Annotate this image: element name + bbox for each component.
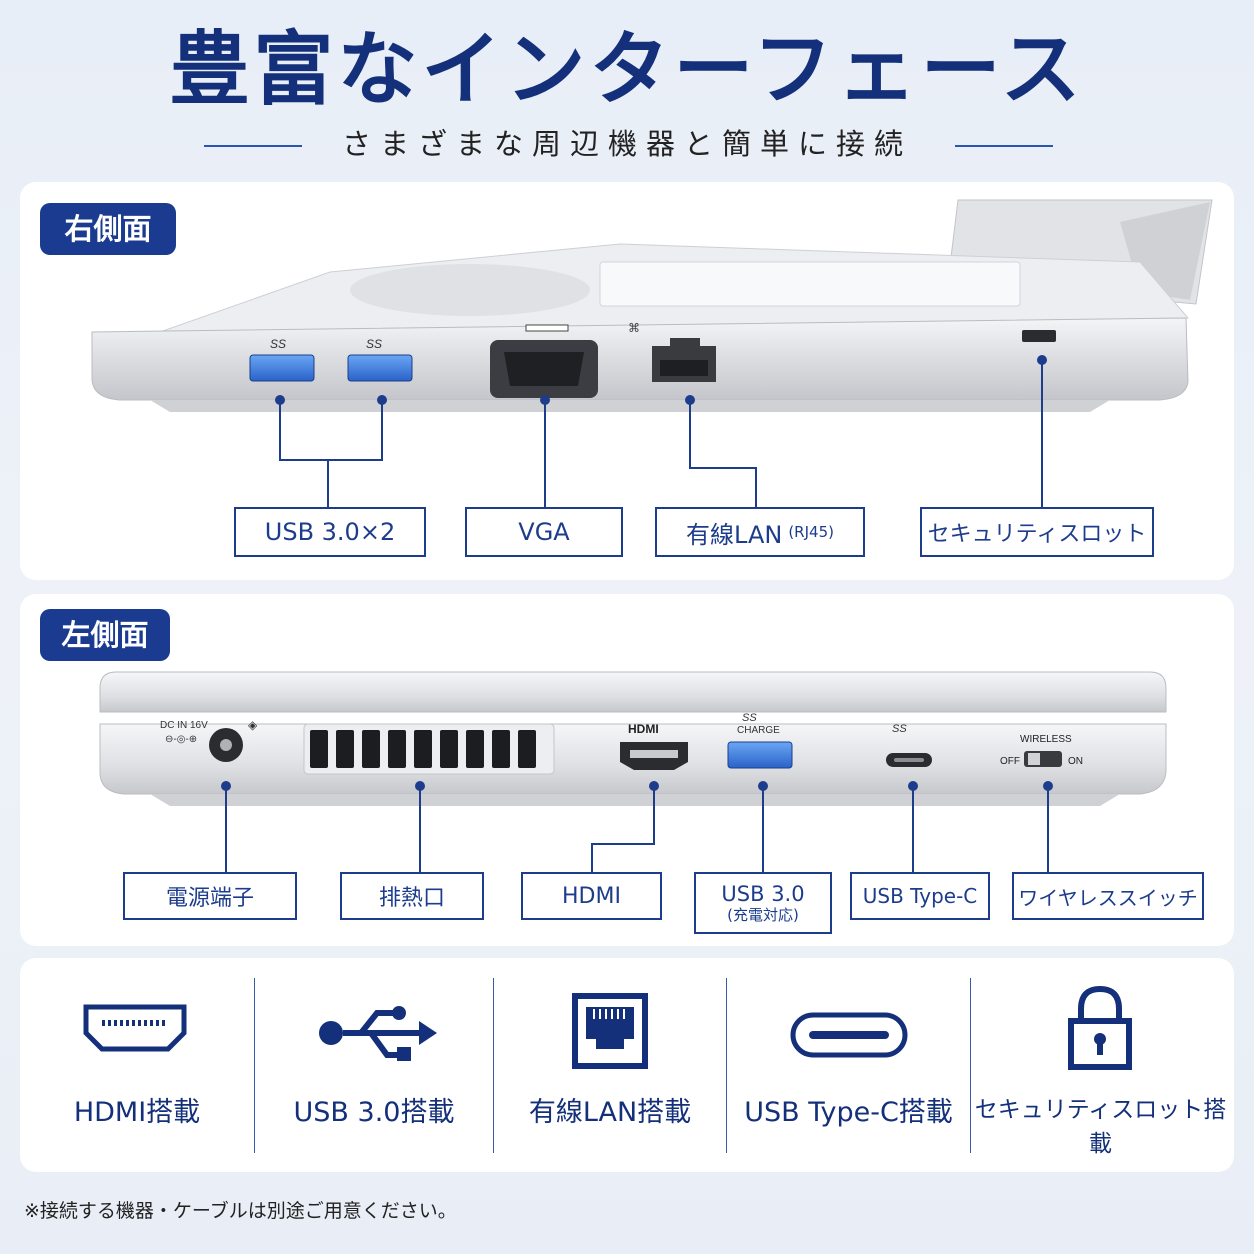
- page-title: 豊富なインターフェース: [169, 23, 1085, 116]
- usb-ss-text: SS: [742, 712, 757, 724]
- footnote: ※接続する機器・ケーブルは別途ご用意ください。: [24, 1200, 457, 1222]
- feature-usb-label: USB 3.0搭載: [293, 1097, 455, 1128]
- feature-typec: USB Type-C搭載: [727, 965, 970, 1165]
- feature-security-label: セキュリティスロット搭載: [974, 1097, 1227, 1157]
- feature-divider: [493, 978, 494, 1153]
- left-side-tag: 左側面: [40, 609, 170, 661]
- feature-divider: [970, 978, 971, 1153]
- hdmi-port: HDMI: [620, 722, 688, 770]
- label-power-text: 電源端子: [165, 886, 254, 911]
- subtitle-right-rule: [955, 145, 1053, 147]
- usb-port-2: SS: [347, 337, 413, 382]
- right-side-tag: 右側面: [40, 203, 176, 255]
- lan-port: ⌘: [628, 321, 716, 382]
- security-slot: [1022, 330, 1056, 342]
- usb-c-icon: [790, 1012, 908, 1058]
- feature-lan: 有線LAN搭載: [494, 965, 726, 1165]
- usb-icon: [319, 1006, 437, 1061]
- feature-usb: USB 3.0搭載: [255, 965, 493, 1165]
- right-side-laptop-illustration: SS SS ⌘: [91, 199, 1213, 508]
- feature-typec-label: USB Type-C搭載: [744, 1097, 953, 1128]
- label-typec: USB Type-C: [850, 872, 990, 920]
- label-hdmi: HDMI: [521, 872, 662, 920]
- on-text: ON: [1068, 756, 1083, 767]
- label-usb30x2-text: USB 3.0×2: [264, 518, 396, 546]
- wireless-text: WIRELESS: [1020, 734, 1072, 745]
- dc-in-text: DC IN 16V: [160, 720, 208, 731]
- label-typec-text: USB Type-C: [862, 884, 978, 908]
- usb-port-1: SS: [249, 337, 315, 382]
- label-usb30-sub: (充電対応): [727, 906, 799, 924]
- label-power: 電源端子: [123, 872, 297, 920]
- vent-grille: [303, 723, 555, 775]
- label-hdmi-text: HDMI: [562, 883, 621, 909]
- wireless-switch: WIRELESS OFF ON: [1000, 734, 1083, 767]
- label-lan-main: 有線LAN: [686, 520, 783, 549]
- label-usb30-charge: USB 3.0 (充電対応): [694, 872, 832, 934]
- svg-text:SS: SS: [366, 337, 382, 351]
- page-subtitle: さまざまな周辺機器と簡単に接続: [341, 127, 912, 161]
- label-vent-text: 排熱口: [378, 886, 445, 911]
- charge-text: CHARGE: [737, 725, 780, 736]
- svg-text:⊖-◎-⊕: ⊖-◎-⊕: [165, 734, 197, 745]
- label-security-slot-text: セキュリティスロット: [927, 522, 1147, 547]
- hdmi-logo-text: HDMI: [628, 722, 659, 736]
- label-wireless-switch: ワイヤレススイッチ: [1012, 872, 1204, 920]
- feature-divider: [726, 978, 727, 1153]
- feature-hdmi: HDMI搭載: [20, 965, 254, 1165]
- typec-ss-text: SS: [892, 723, 907, 735]
- feature-security: セキュリティスロット搭載: [971, 965, 1230, 1165]
- hdmi-icon: [83, 1004, 187, 1052]
- label-wireless-switch-text: ワイヤレススイッチ: [1018, 885, 1198, 910]
- feature-lan-label: 有線LAN搭載: [528, 1097, 692, 1128]
- label-vga: VGA: [465, 507, 623, 557]
- feature-hdmi-label: HDMI搭載: [73, 1097, 201, 1128]
- usb-charge-port: SS CHARGE: [727, 712, 793, 769]
- off-text: OFF: [1000, 756, 1020, 767]
- label-security-slot: セキュリティスロット: [920, 507, 1154, 557]
- label-usb30x2: USB 3.0×2: [234, 507, 426, 557]
- label-usb30-main: USB 3.0: [721, 882, 805, 906]
- svg-text:◈: ◈: [248, 718, 258, 732]
- dc-in-port: DC IN 16V ⊖-◎-⊕ ◈: [160, 718, 258, 762]
- typec-port: SS: [886, 723, 932, 767]
- label-lan-sub: (RJ45): [788, 523, 834, 541]
- svg-text:SS: SS: [270, 337, 286, 351]
- subtitle-left-rule: [204, 145, 302, 147]
- lock-icon: [1068, 985, 1132, 1070]
- vga-port: [490, 324, 598, 398]
- label-vga-text: VGA: [518, 518, 570, 546]
- label-vent: 排熱口: [340, 872, 484, 920]
- feature-divider: [254, 978, 255, 1153]
- lan-icon: [572, 993, 648, 1069]
- svg-text:⌘: ⌘: [628, 321, 640, 335]
- left-side-laptop-illustration: DC IN 16V ⊖-◎-⊕ ◈ HDMI SS CHARGE SS: [99, 671, 1167, 872]
- label-lan: 有線LAN (RJ45): [655, 507, 865, 557]
